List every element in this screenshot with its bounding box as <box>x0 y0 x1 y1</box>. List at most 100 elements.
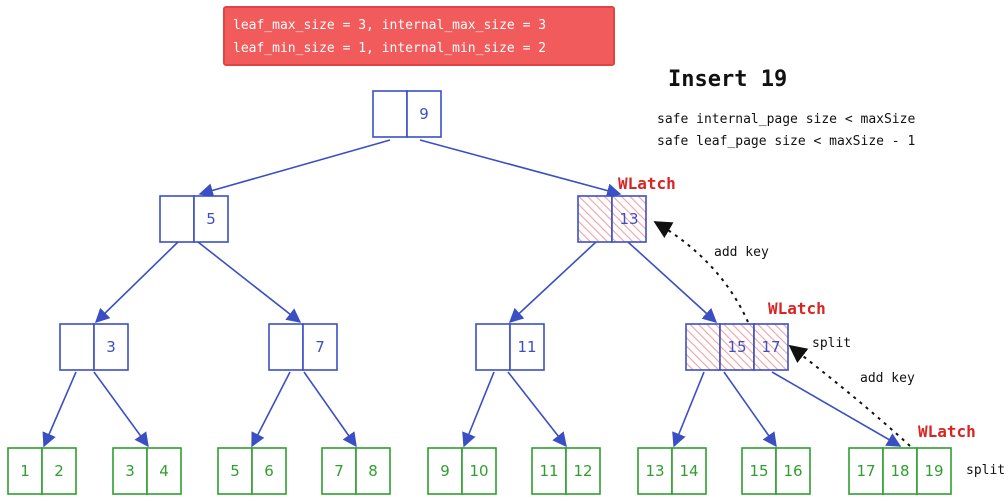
edge-5-right <box>197 241 302 323</box>
edge-7-left <box>251 371 291 448</box>
config-banner-bg <box>223 6 615 66</box>
leaf-key: 13 <box>645 462 664 480</box>
leaf-key: 12 <box>573 462 592 480</box>
leaf-key: 5 <box>230 462 240 480</box>
edge-11-right <box>507 371 567 448</box>
leaf-key: 17 <box>856 462 875 480</box>
internal-node-l2: 3 <box>59 323 129 371</box>
pointer-cell <box>159 195 195 243</box>
node-key: 9 <box>419 105 429 123</box>
latch-label-leaf: WLatch <box>918 422 976 441</box>
leaf-key-cell <box>112 447 148 495</box>
edge-3-left <box>42 371 77 448</box>
key-cell <box>302 323 338 371</box>
internal-node-l2: 11 <box>475 323 545 371</box>
edge-13-left <box>508 241 597 323</box>
pointer-cell <box>59 323 95 371</box>
add-key-label-lower: add key <box>860 371 915 386</box>
leaf-key-cell <box>531 447 567 495</box>
leaf-key-cell <box>775 447 811 495</box>
split-label-leaf: split <box>966 463 1005 478</box>
leaf-key: 19 <box>924 462 943 480</box>
node-key: 17 <box>761 338 780 356</box>
leaf-key: 15 <box>749 462 768 480</box>
latch-label-13: WLatch <box>618 174 676 193</box>
node-key: 5 <box>206 210 216 228</box>
leaf-key: 3 <box>125 462 135 480</box>
root-node: 9 <box>372 90 442 138</box>
pointer-cell <box>685 323 721 371</box>
edge-5-left <box>94 241 179 324</box>
leaf-key: 8 <box>368 462 378 480</box>
latch-label-1517: WLatch <box>768 299 826 318</box>
key-cell <box>406 90 442 138</box>
leaf-key: 10 <box>469 462 488 480</box>
node-key: 11 <box>517 338 536 356</box>
edge-1517-left <box>672 371 705 448</box>
add-key-label-upper: add key <box>714 245 769 260</box>
leaf-key: 2 <box>54 462 64 480</box>
leaf-key: 6 <box>264 462 274 480</box>
leaf-key-cell <box>637 447 673 495</box>
leaf-key-cell <box>565 447 601 495</box>
edge-root-left <box>198 139 391 198</box>
leaf-key-cell <box>355 447 391 495</box>
diagram-title: Insert 19 <box>668 67 787 92</box>
add-key-arrow-leaf <box>788 344 911 447</box>
leaf-key: 1 <box>20 462 30 480</box>
node-key: 15 <box>727 338 746 356</box>
split-label-internal: split <box>812 336 851 351</box>
pointer-cell <box>372 90 408 138</box>
edge-root-right <box>419 139 622 198</box>
leaf-key-cell <box>741 447 777 495</box>
pointer-cell <box>475 323 511 371</box>
edge-1517-right <box>771 371 902 447</box>
edge-11-left <box>462 371 495 448</box>
tree-edges <box>42 139 902 448</box>
leaf-key-cell <box>146 447 182 495</box>
leaf-key: 4 <box>159 462 169 480</box>
config-line-1: leaf_max_size = 3, internal_max_size = 3 <box>233 18 546 33</box>
leaf-key: 11 <box>539 462 558 480</box>
leaf-key: 7 <box>334 462 344 480</box>
internal-node-l2: 7 <box>268 323 338 371</box>
leaf-key-cell <box>461 447 497 495</box>
add-key-arrow-internal <box>653 221 749 323</box>
key-cell <box>193 195 229 243</box>
leaf-key-cell <box>427 447 463 495</box>
edge-3-right <box>93 371 149 448</box>
leaf-key-cell <box>251 447 287 495</box>
leaf-key-cell <box>321 447 357 495</box>
key-cell <box>753 323 789 371</box>
key-cell <box>509 323 545 371</box>
node-key: 13 <box>619 210 638 228</box>
leaf-key: 14 <box>679 462 698 480</box>
internal-node-l1: 13 <box>577 195 647 243</box>
leaf-key-cell <box>41 447 77 495</box>
rule-internal: safe internal_page size < maxSize <box>657 112 915 127</box>
leaf-node: 11 12 <box>531 447 601 495</box>
leaf-key-cell <box>7 447 43 495</box>
key-cell <box>93 323 129 371</box>
config-line-2: leaf_min_size = 1, internal_min_size = 2 <box>233 41 546 56</box>
config-banner: leaf_max_size = 3, internal_max_size = 3… <box>223 6 615 66</box>
leaf-key-cell <box>671 447 707 495</box>
leaf-node: 13 14 <box>637 447 707 495</box>
edge-7-right <box>303 371 357 448</box>
node-key: 3 <box>106 338 116 356</box>
edge-1517-mid <box>723 371 777 448</box>
leaf-key-cell <box>916 447 952 495</box>
key-cell <box>611 195 647 243</box>
leaf-key-cell <box>882 447 918 495</box>
internal-node-l1: 5 <box>159 195 229 243</box>
